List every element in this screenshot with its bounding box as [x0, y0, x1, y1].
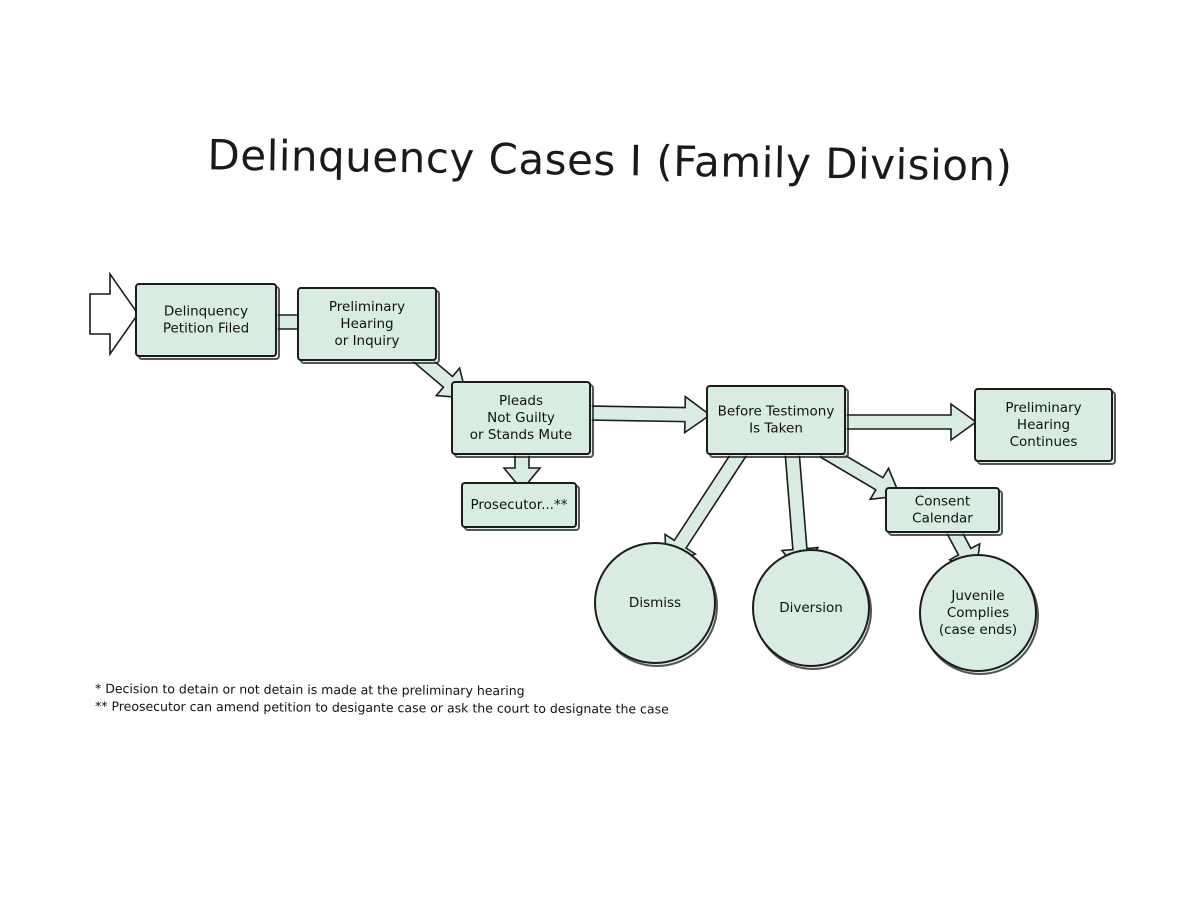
node-label-line: Before Testimony: [718, 404, 835, 420]
node-box: [974, 388, 1113, 462]
node-circle: [752, 549, 870, 667]
node-dismiss: Dismiss: [594, 542, 718, 667]
node-label-line: Diversion: [779, 600, 843, 616]
node-label-line: Juvenile: [950, 588, 1004, 604]
node-label-line: Continues: [1010, 434, 1078, 450]
node-prosecutor: Prosecutor...**: [461, 482, 580, 531]
arrow-before-testimony-to-continues: [841, 402, 978, 442]
node-box: [706, 385, 846, 455]
node-diversion: Diversion: [752, 549, 872, 670]
footnote-prosecutor: ** Preosecutor can amend petition to des…: [94, 698, 669, 717]
node-box: [885, 487, 1000, 533]
node-label-line: Dismiss: [629, 595, 681, 611]
node-circle: [594, 542, 716, 664]
footnote-detain: * Decision to detain or not detain is ma…: [94, 680, 525, 699]
node-label-line: Calendar: [912, 511, 973, 527]
node-label-line: Delinquency: [164, 304, 248, 320]
node-label-line: (case ends): [939, 622, 1017, 638]
node-label-line: Pleads: [499, 393, 543, 409]
arrow-entry: [89, 271, 139, 357]
node-label-line: Hearing: [1017, 417, 1070, 433]
node-label-line: Petition Filed: [163, 321, 249, 337]
node-label-line: Preliminary: [1005, 400, 1081, 416]
node-box: [451, 381, 591, 455]
node-circle: [919, 554, 1037, 672]
node-label-line: Not Guilty: [487, 410, 555, 426]
arrow-pleads-to-before-testimony: [585, 395, 712, 435]
node-label-line: or Inquiry: [334, 333, 399, 349]
node-label-line: Complies: [947, 605, 1009, 621]
node-label-line: Is Taken: [749, 421, 803, 437]
node-box: [297, 287, 437, 361]
node-box: [135, 283, 277, 357]
node-label-line: Preliminary: [329, 299, 405, 315]
node-box: [461, 482, 577, 528]
node-label-line: or Stands Mute: [470, 427, 573, 443]
node-label-line: Prosecutor...**: [471, 497, 568, 513]
node-label-line: Hearing: [340, 316, 393, 332]
node-label-line: Consent: [915, 494, 970, 510]
